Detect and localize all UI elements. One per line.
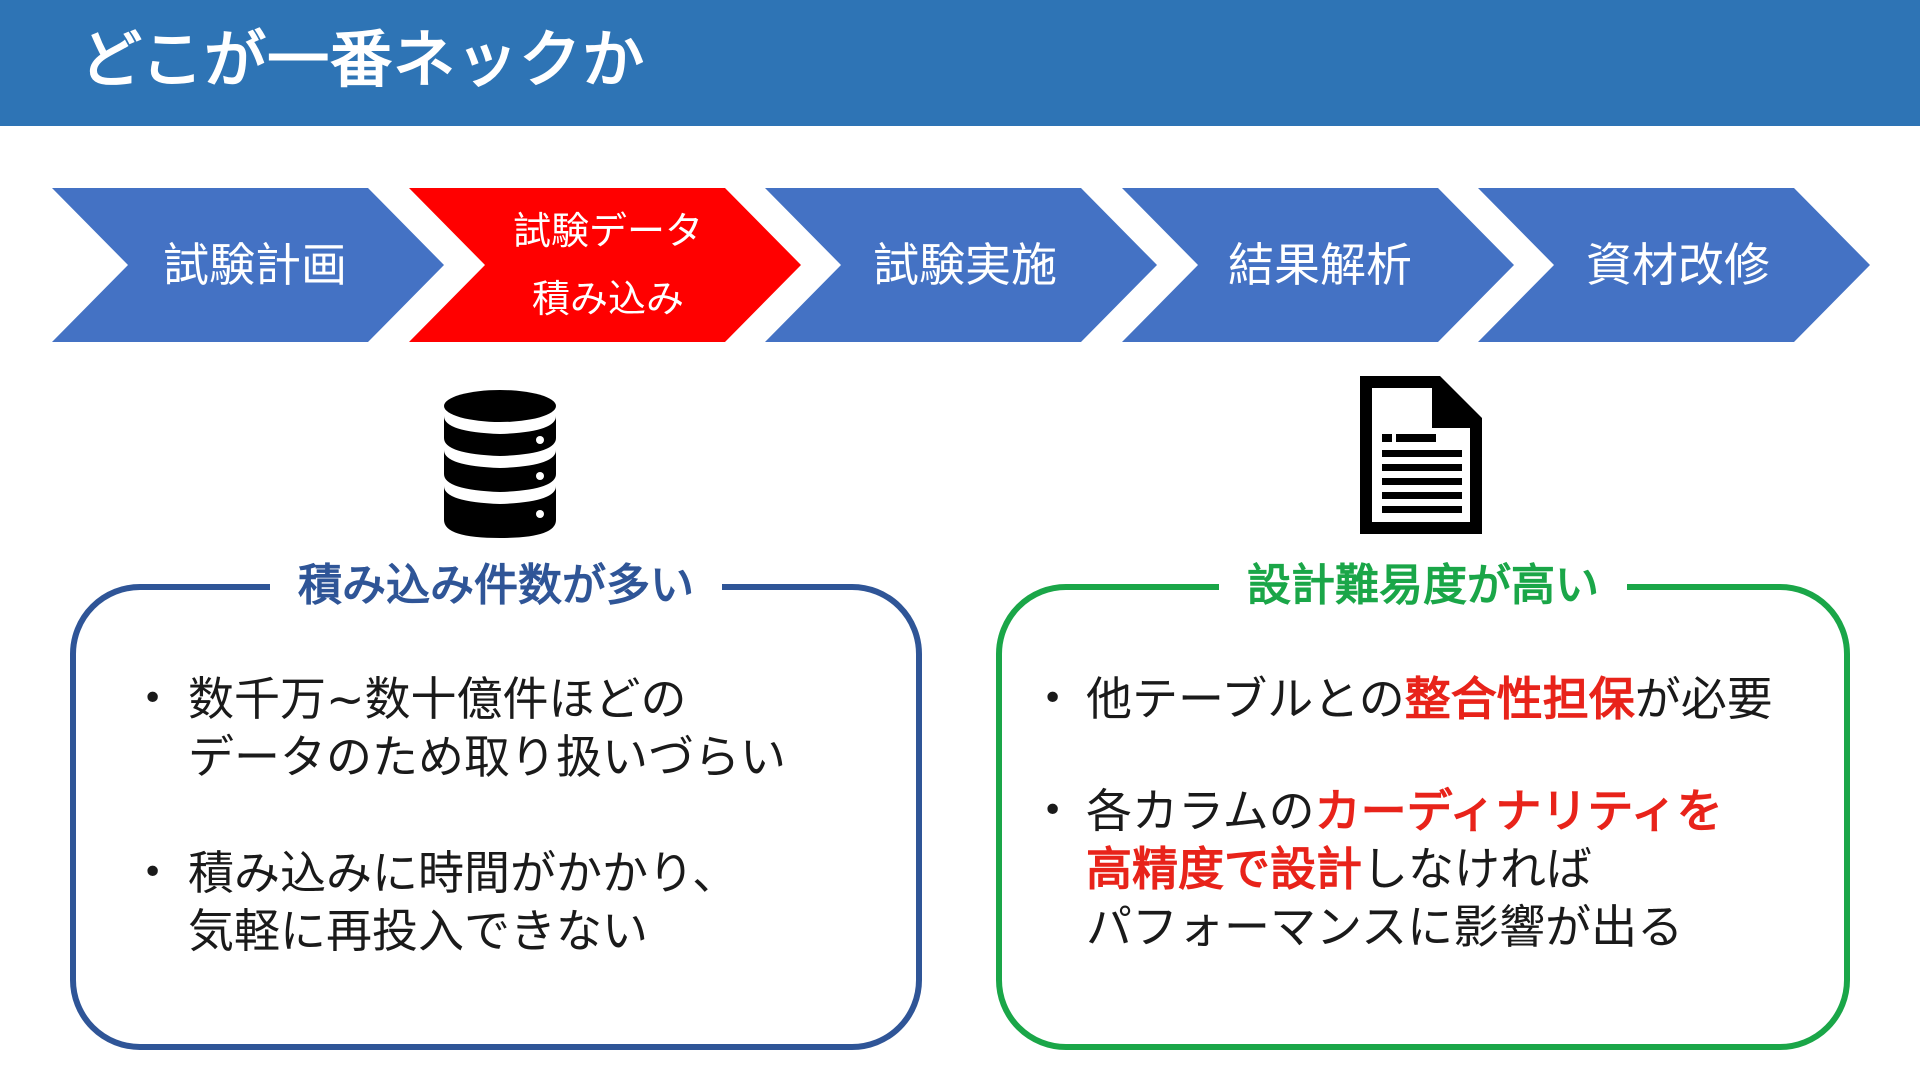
list-item: • 積み込みに時間がかかり、 気軽に再投入できない xyxy=(76,844,916,960)
bullet-text: しなければ xyxy=(1362,842,1592,896)
list-item: • 各カラムのカーディナリティを 高精度で設計しなければ パフォーマンスに影響が… xyxy=(1002,782,1844,956)
left-bullet-list: • 数千万~数十億件ほどの データのため取り扱いづらい • 積み込みに時間がかか… xyxy=(76,670,916,1018)
step-label-4: 結果解析 xyxy=(1170,188,1470,342)
process-flow: 試験計画 試験データ 積み込み 試験実施 結果解析 資材改修 xyxy=(0,0,1920,360)
emphasis-text: カーディナリティを xyxy=(1314,784,1723,838)
step-chevron-1 xyxy=(52,188,444,342)
database-icon xyxy=(444,390,556,538)
document-icon xyxy=(1360,376,1482,534)
list-item: • 数千万~数十億件ほどの データのため取り扱いづらい xyxy=(76,670,916,786)
bullet-dot: • xyxy=(1042,790,1064,831)
right-panel-title: 設計難易度が高い xyxy=(1219,556,1627,616)
bullet-dot: • xyxy=(142,852,164,893)
process-chevrons xyxy=(52,188,1870,342)
step-label-3: 試験実施 xyxy=(815,188,1115,342)
bullet-text: 他テーブルとの xyxy=(1086,672,1405,726)
bullet-line: パフォーマンスに影響が出る xyxy=(1086,900,1684,954)
bullet-text: 各カラムの xyxy=(1086,784,1315,838)
emphasis-text: 整合性担保 xyxy=(1404,672,1635,726)
right-bullet-list: • 他テーブルとの整合性担保が必要 • 各カラムのカーディナリティを 高精度で設… xyxy=(1002,670,1844,1010)
bullet-line: 各カラムのカーディナリティを xyxy=(1086,782,1844,840)
list-item: • 他テーブルとの整合性担保が必要 xyxy=(1002,670,1844,728)
step-label-1-text: 試験計画 xyxy=(163,238,347,292)
emphasis-text: 高精度で設計 xyxy=(1086,842,1362,896)
step-chevron-2 xyxy=(409,188,801,342)
bullet-line: 積み込みに時間がかかり、 xyxy=(188,846,739,900)
step-label-5-text: 資材改修 xyxy=(1586,238,1770,292)
bullet-dot: • xyxy=(1042,678,1064,719)
step-label-4-text: 結果解析 xyxy=(1228,238,1412,292)
bullet-line: 数千万~数十億件ほどの xyxy=(188,672,687,726)
step-label-3-text: 試験実施 xyxy=(873,238,1057,292)
bullet-line: 他テーブルとの整合性担保が必要 xyxy=(1086,670,1844,728)
bullet-line: 気軽に再投入できない xyxy=(188,904,648,958)
page-title: どこが一番ネックか xyxy=(80,23,646,96)
bullet-dot: • xyxy=(142,678,164,719)
step-chevron-4 xyxy=(1122,188,1514,342)
step-label-2-line1: 試験データ xyxy=(512,209,703,253)
bullet-line: データのため取り扱いづらい xyxy=(188,730,786,784)
step-chevron-5 xyxy=(1478,188,1870,342)
left-panel: 積み込み件数が多い • 数千万~数十億件ほどの データのため取り扱いづらい • … xyxy=(70,556,922,1050)
bullet-text: が必要 xyxy=(1634,672,1773,726)
left-panel-title: 積み込み件数が多い xyxy=(270,556,722,616)
step-label-5: 資材改修 xyxy=(1528,188,1828,342)
step-label-2-line2: 積み込み xyxy=(531,277,684,321)
step-chevron-3 xyxy=(765,188,1157,342)
step-label-2: 試験データ 積み込み xyxy=(458,188,758,342)
right-panel: 設計難易度が高い • 他テーブルとの整合性担保が必要 • 各カラムのカーディナリ… xyxy=(996,556,1850,1050)
header-bar: どこが一番ネックか xyxy=(0,0,1920,126)
step-label-1: 試験計画 xyxy=(105,188,405,342)
bullet-line: 高精度で設計しなければ xyxy=(1086,840,1844,898)
